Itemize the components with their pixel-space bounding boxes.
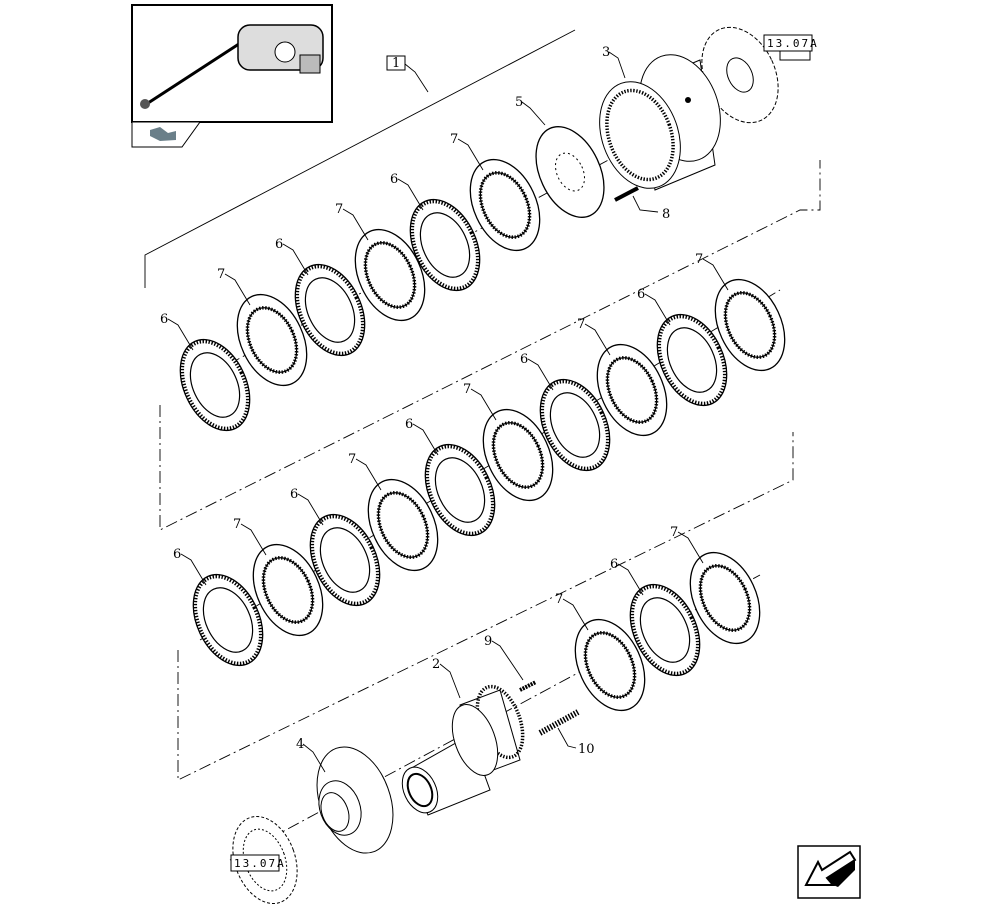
steel-disk [714,278,786,372]
callout-carrier: 4 [296,737,304,752]
steel-disk [236,293,308,387]
thumbnail-nav-icon[interactable] [131,121,201,148]
steel-disk [482,408,554,502]
leader [355,458,382,491]
callout-row2: 7 [233,517,241,532]
leader [240,523,267,556]
ref-top-right[interactable]: 13.07A [767,37,819,50]
friction-disk [409,198,481,292]
ref-box-top[interactable] [763,34,813,52]
group-bracket [144,29,576,288]
friction-disk [309,513,381,607]
callout-row2: 6 [520,352,528,367]
leader [584,323,611,356]
leader [412,423,439,456]
next-arrow-icon[interactable] [797,845,861,899]
carrier [316,746,394,854]
callout-row2: 6 [173,547,181,562]
axis-line-3 [177,432,794,781]
leader [644,293,671,326]
callout-row1: 7 [335,202,343,217]
leader [297,493,324,526]
leader [562,598,589,631]
callout-hub: 2 [432,657,440,672]
callout-row2: 6 [405,417,413,432]
screw [614,186,639,202]
leader [282,243,309,276]
steel-disk [574,618,646,712]
callout-row2: 6 [637,287,645,302]
callout-ring-gear: 3 [602,45,610,60]
leader [677,531,704,564]
friction-disk [539,378,611,472]
group-label: 1 [392,56,400,71]
assembly-thumbnail[interactable] [131,4,333,123]
steel-disk [469,158,541,252]
callout-screw: 8 [662,207,670,222]
callout-row1: 6 [275,237,283,252]
friction-disk [179,338,251,432]
callout-row1: 6 [390,172,398,187]
steel-disk [689,551,761,645]
leader [617,563,644,596]
callout-row2: 7 [348,452,356,467]
axis-line-2 [159,160,821,531]
leader [180,553,207,586]
friction-disk [294,263,366,357]
group-label-box [386,55,406,71]
leader [167,318,194,351]
leader [491,640,524,681]
pin [519,680,537,692]
leader [557,727,577,749]
leader [224,273,251,306]
steel-disk [354,228,426,322]
leader [397,178,424,211]
callout-plate: 5 [515,95,523,110]
friction-disk [424,443,496,537]
leader [527,358,554,391]
group-leader [404,63,429,93]
ref-box-bottom[interactable] [230,854,280,872]
callout-row1: 6 [160,312,168,327]
callout-row1: 7 [450,132,458,147]
ref-bottom-left[interactable]: 13.07A [234,857,286,870]
leader [632,195,659,213]
spring [538,709,580,736]
leader [608,51,626,79]
friction-disk [629,583,701,677]
steel-disk [252,543,324,637]
callout-row2: 7 [577,317,585,332]
leader [702,258,729,291]
leader [521,101,546,126]
callout-row3: 7 [670,525,678,540]
leader [457,138,484,171]
friction-disk [192,573,264,667]
leader [439,663,461,699]
pressure-plate [535,126,605,218]
callout-spring: 10 [578,742,595,757]
leader [342,208,369,241]
callout-pin: 9 [484,634,492,649]
ring-gear [599,54,721,191]
callout-row3: 7 [555,592,563,607]
steel-disk [596,343,668,437]
callout-row2: 7 [695,252,703,267]
callout-row1: 7 [217,267,225,282]
clutch-hub [401,684,525,816]
callout-row3: 6 [610,557,618,572]
leader [470,388,497,421]
callout-row2: 7 [463,382,471,397]
leader [302,743,326,773]
friction-disk [656,313,728,407]
steel-disk [367,478,439,572]
callout-row2: 6 [290,487,298,502]
